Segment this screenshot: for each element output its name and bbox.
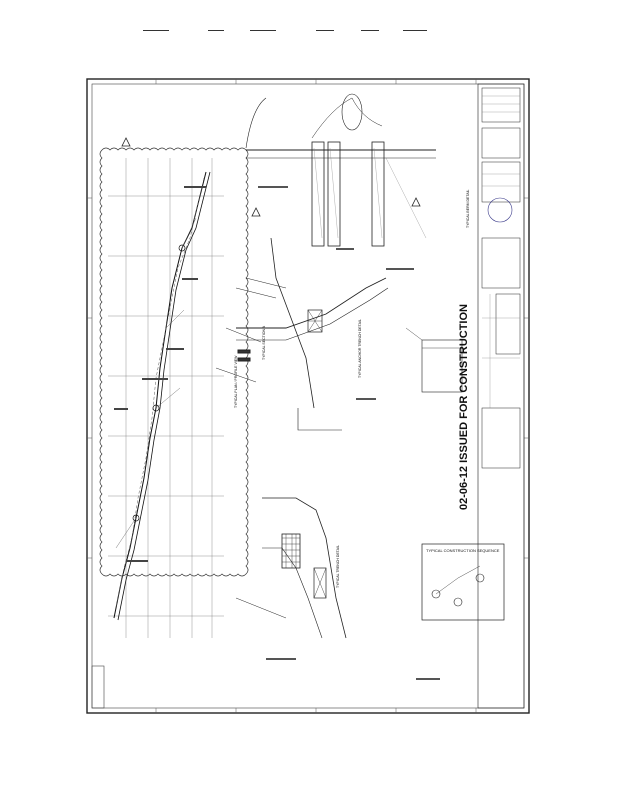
- top-mark: [208, 30, 224, 31]
- sheet-border: [86, 78, 530, 714]
- detail-trench: [215, 237, 315, 409]
- title-block: [477, 83, 525, 709]
- top-mark: [250, 30, 276, 31]
- label-marks: [258, 186, 440, 680]
- profile-plot: [99, 147, 249, 638]
- legend-title: TYPICAL CONSTRUCTION SEQUENCE: [426, 548, 500, 553]
- detail-small-box: [405, 327, 463, 393]
- issued-for-construction-stamp: 02-06-12 ISSUED FOR CONSTRUCTION: [458, 304, 470, 510]
- detail-label: TYPICAL SECTION A: [262, 325, 266, 360]
- top-mark: [316, 30, 334, 31]
- detail-label: TYPICAL PLAN / PROFILE VIEW: [234, 355, 238, 408]
- border-ticks: [87, 79, 529, 713]
- detail-label: TYPICAL TRENCH DETAIL: [336, 545, 340, 588]
- drawing-svg: [86, 78, 530, 714]
- top-mark: [361, 30, 379, 31]
- detail-section-a: [245, 93, 436, 247]
- detail-berm: [235, 497, 347, 639]
- top-mark: [143, 30, 169, 31]
- revision-triangles: [121, 137, 421, 217]
- top-mark: [403, 30, 427, 31]
- detail-label: TYPICAL BERM DETAIL: [466, 189, 470, 228]
- legend-box: [421, 543, 505, 621]
- detail-label: TYPICAL ANCHOR TRENCH DETAIL: [358, 319, 362, 378]
- side-block: [91, 665, 105, 709]
- engineering-drawing-sheet: 02-06-12 ISSUED FOR CONSTRUCTION TYPICAL…: [86, 78, 530, 714]
- detail-anchor-trench: [236, 277, 389, 431]
